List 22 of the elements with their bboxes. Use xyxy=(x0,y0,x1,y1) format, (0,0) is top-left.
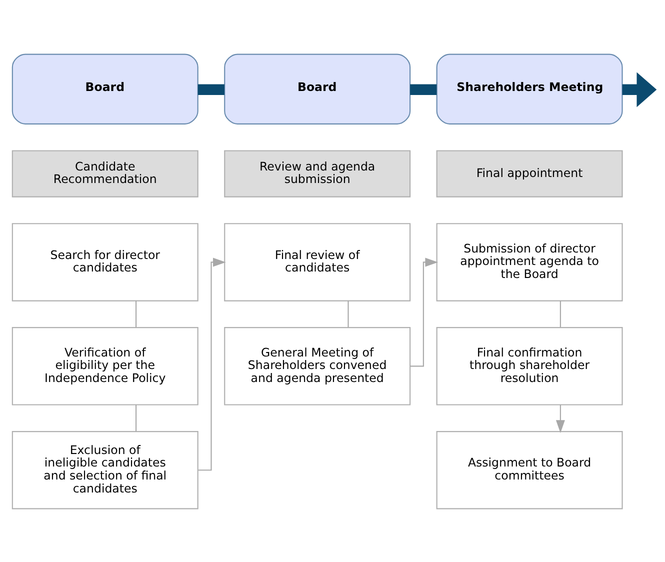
connector xyxy=(348,300,349,327)
node-box: General Meeting of Shareholders convened and agenda presented xyxy=(224,326,411,405)
arrow xyxy=(556,404,565,432)
node-box: Final confirmation through shareholder resolution xyxy=(436,326,623,405)
node-box: Final review of candidates xyxy=(224,222,411,301)
node-box: Verification of eligibility per the Independence Policy xyxy=(12,326,198,405)
node-box: Search for director candidates xyxy=(12,222,198,301)
node-box: Candidate Recommendation xyxy=(12,150,198,197)
node-box: Shareholders Meeting xyxy=(436,53,623,124)
node-box: Submission of director appointment agenda to the Board xyxy=(436,222,623,301)
node-box: Board xyxy=(12,53,198,124)
connector xyxy=(560,300,561,327)
node-box: Board xyxy=(224,53,411,124)
arrow xyxy=(622,72,657,107)
connector xyxy=(136,300,137,327)
connector xyxy=(136,404,137,431)
connector xyxy=(410,84,437,95)
node-box: Assignment to Board committees xyxy=(436,430,623,509)
node-box: Exclusion of ineligible candidates and selection of final candidates xyxy=(12,430,198,509)
node-box: Review and agenda submission xyxy=(224,150,411,197)
node-box: Final appointment xyxy=(436,150,623,197)
connector xyxy=(198,84,224,95)
